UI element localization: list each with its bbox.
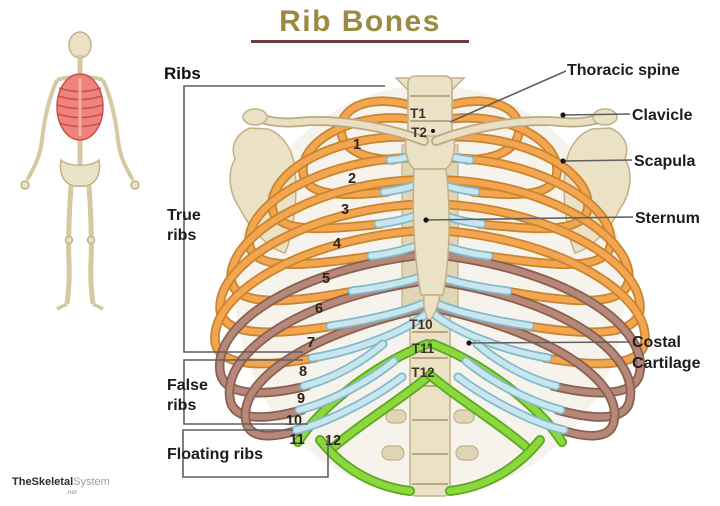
brackets [182, 85, 385, 478]
left-leg [64, 185, 74, 305]
vertebrae-labels: T1 T2 T10 T11 T12 [409, 106, 435, 380]
right-foot [92, 302, 104, 311]
label-sternum: Sternum [635, 210, 700, 227]
label-thoracic-spine: Thoracic spine [567, 62, 680, 79]
rib-number-3: 3 [341, 202, 349, 218]
leader-lines [423, 70, 634, 346]
left-arm [25, 79, 59, 182]
watermark-suffix: .net [66, 489, 77, 496]
left-foot [56, 302, 68, 311]
costal-cartilage-pointer-dot [466, 340, 472, 346]
label-clavicle: Clavicle [632, 107, 693, 124]
vertebra-label-t10: T10 [409, 317, 432, 332]
right-hand [130, 180, 140, 190]
right-arm [101, 79, 135, 182]
floating-ribs-bracket [182, 429, 329, 478]
sternum-pointer-dot [423, 217, 429, 223]
right-acromion [592, 108, 618, 126]
rib-number-1: 1 [353, 137, 361, 153]
sternum-body [412, 168, 450, 296]
watermark: TheSkeletalSystem [12, 476, 110, 488]
label-costal-cartilage: Costal Cartilage [632, 334, 701, 372]
label-false-ribs: False ribs [167, 377, 208, 414]
sternum-bone [404, 135, 456, 323]
rib-number-2: 2 [348, 171, 356, 187]
rib-number-labels: 1 2 3 4 5 6 7 8 9 10 11 12 [286, 137, 361, 449]
right-leg [86, 185, 96, 305]
rib-number-11: 11 [289, 432, 304, 448]
ribs-bracket [183, 85, 385, 353]
sternum-leader [425, 216, 634, 221]
watermark-light-part: System [73, 476, 110, 488]
rib-number-5: 5 [322, 271, 330, 287]
rib-number-10: 10 [286, 413, 302, 429]
label-ribs: Ribs [164, 64, 201, 83]
clavicle-leader [562, 113, 631, 116]
false-ribs-bracket [183, 359, 308, 425]
rib-number-7: 7 [307, 335, 315, 351]
vertebra-label-t1: T1 [410, 106, 426, 121]
scapula-pointer-dot [560, 158, 566, 164]
rib-number-4: 4 [333, 236, 341, 252]
rib-number-12: 12 [325, 433, 341, 449]
left-acromion [242, 108, 268, 126]
left-hand [20, 180, 30, 190]
clavicles [242, 108, 618, 141]
watermark-bold-part: TheSkeletal [12, 476, 74, 488]
skeleton-thumbnail [20, 31, 140, 311]
label-scapula: Scapula [634, 153, 696, 170]
vertebra-label-t11: T11 [412, 341, 435, 356]
costal-cartilage-leader [468, 341, 631, 344]
clavicle-pointer-dot [560, 112, 566, 118]
rib-number-8: 8 [299, 364, 307, 380]
label-true-ribs: True ribs [167, 207, 201, 244]
label-floating-ribs: Floating ribs [167, 446, 263, 463]
page-title: Rib Bones [251, 5, 469, 43]
thoracic-spine-leader [449, 70, 567, 123]
skull [68, 31, 92, 59]
vertebra-label-t2: T2 [411, 125, 427, 140]
pelvis [59, 158, 101, 187]
vertebra-label-t12: T12 [411, 365, 434, 380]
rib-number-9: 9 [297, 391, 305, 407]
rib-number-6: 6 [315, 301, 323, 317]
scapula-leader [562, 159, 633, 162]
xiphoid-process [423, 294, 441, 323]
highlighted-ribcage [56, 73, 104, 141]
